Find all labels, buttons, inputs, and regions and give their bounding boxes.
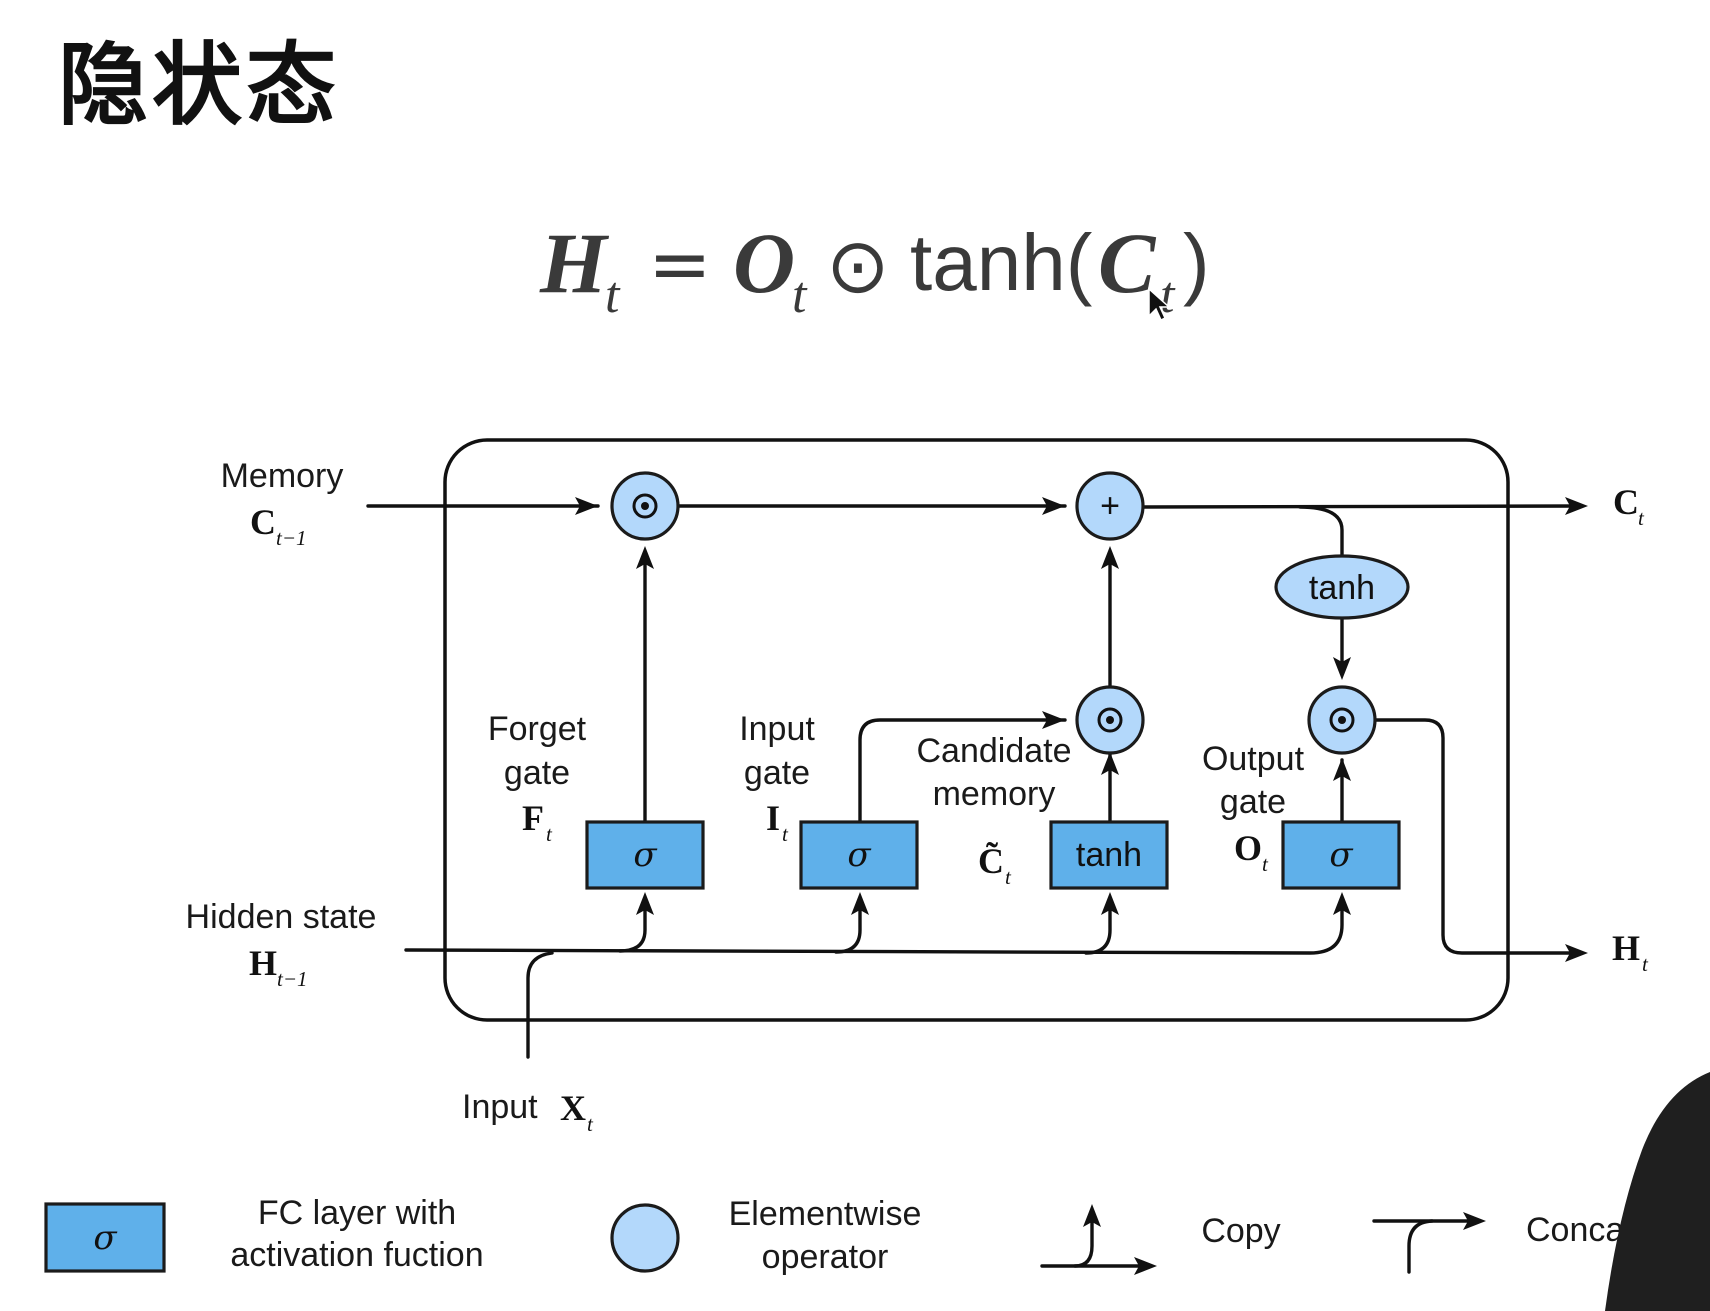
svg-text:H: H — [1612, 928, 1640, 968]
svg-text:t: t — [782, 822, 789, 846]
svg-text:t: t — [1005, 865, 1012, 889]
candidate-memory-label: Candidate memory C̃ t — [916, 732, 1071, 889]
forget-multiply-node — [610, 471, 680, 541]
svg-text:Input: Input — [739, 710, 815, 748]
eq-o: O — [733, 215, 795, 311]
presenter-silhouette — [1605, 1072, 1710, 1311]
svg-text:+: + — [1100, 487, 1120, 525]
eq-c: C — [1098, 215, 1157, 311]
output-multiply-node — [1307, 685, 1377, 755]
mouse-cursor-icon — [1148, 287, 1171, 322]
eq-h: H — [539, 215, 610, 311]
svg-text:gate: gate — [744, 754, 810, 792]
eq-close: ) — [1183, 218, 1210, 307]
output-gate-label: Output gate O t — [1202, 740, 1305, 876]
svg-text:X: X — [560, 1088, 586, 1128]
eq-odot: ⊙ — [826, 221, 890, 310]
eq-equals: = — [648, 219, 712, 308]
svg-text:Output: Output — [1202, 740, 1305, 778]
svg-text:Conca: Conca — [1526, 1211, 1624, 1249]
input-x-label: Input X t — [462, 1088, 594, 1136]
svg-text:I: I — [766, 798, 780, 838]
svg-text:Copy: Copy — [1201, 1212, 1280, 1250]
slide-title: 隐状态 — [58, 33, 340, 138]
svg-text:t−1: t−1 — [276, 526, 307, 550]
svg-text:t−1: t−1 — [277, 967, 308, 991]
svg-text:σ: σ — [633, 835, 657, 875]
svg-text:t: t — [1262, 852, 1269, 876]
input-gate-box: σ — [799, 820, 919, 890]
svg-text:gate: gate — [504, 754, 570, 792]
legend-fc-layer: σ FC layer with activation fuction — [44, 1194, 484, 1274]
svg-text:t: t — [1642, 952, 1649, 976]
memory-input-label: Memory C t−1 — [221, 457, 344, 550]
eq-c-sub: t — [1160, 267, 1176, 324]
legend-concat: Conca — [1372, 1211, 1624, 1274]
eq-h-sub: t — [605, 267, 621, 324]
svg-text:Input: Input — [462, 1088, 538, 1126]
svg-text:σ: σ — [93, 1218, 117, 1258]
hidden-state-equation: H t = O t ⊙ tanh( C t ) — [539, 215, 1210, 324]
plus-node: + — [1075, 471, 1145, 541]
eq-tanh: tanh( — [910, 218, 1093, 307]
svg-text:Memory: Memory — [221, 457, 344, 495]
legend-elementwise: Elementwise operator — [610, 1195, 922, 1276]
legend: σ FC layer with activation fuction Eleme… — [44, 1194, 1624, 1276]
svg-text:gate: gate — [1220, 783, 1286, 821]
svg-text:t: t — [587, 1112, 594, 1136]
svg-text:H: H — [249, 943, 277, 983]
output-h-label: H t — [1612, 928, 1649, 976]
legend-copy: Copy — [1040, 1204, 1281, 1275]
svg-text:C: C — [250, 502, 276, 542]
svg-text:σ: σ — [1329, 835, 1353, 875]
svg-text:Candidate: Candidate — [916, 732, 1071, 770]
svg-text:Forget: Forget — [488, 710, 587, 748]
svg-text:t: t — [546, 822, 553, 846]
svg-text:σ: σ — [847, 835, 871, 875]
candidate-tanh-box: tanh — [1049, 820, 1169, 890]
svg-text:Hidden state: Hidden state — [186, 898, 377, 936]
svg-text:tanh: tanh — [1309, 569, 1375, 607]
tanh-node: tanh — [1274, 554, 1410, 620]
eq-o-sub: t — [792, 267, 808, 324]
svg-text:t: t — [1638, 506, 1645, 530]
svg-text:FC layer with: FC layer with — [258, 1194, 456, 1232]
svg-text:tanh: tanh — [1076, 836, 1142, 874]
svg-text:F: F — [522, 798, 544, 838]
arrow-heads — [575, 497, 1588, 962]
svg-text:C̃: C̃ — [978, 841, 1004, 881]
forget-gate-box: σ — [585, 820, 705, 890]
svg-text:memory: memory — [933, 775, 1056, 813]
svg-text:operator: operator — [762, 1238, 889, 1276]
svg-text:activation fuction: activation fuction — [230, 1236, 483, 1274]
hidden-state-input-label: Hidden state H t−1 — [186, 898, 377, 991]
svg-text:O: O — [1234, 828, 1262, 868]
candidate-multiply-node — [1075, 685, 1145, 755]
output-gate-box: σ — [1281, 820, 1401, 890]
svg-text:Elementwise: Elementwise — [729, 1195, 922, 1233]
input-gate-label: Input gate I t — [739, 710, 815, 846]
svg-text:C: C — [1613, 482, 1639, 522]
forget-gate-label: Forget gate F t — [488, 710, 587, 846]
output-c-label: C t — [1613, 482, 1645, 530]
lstm-cell-border — [443, 438, 1510, 1022]
